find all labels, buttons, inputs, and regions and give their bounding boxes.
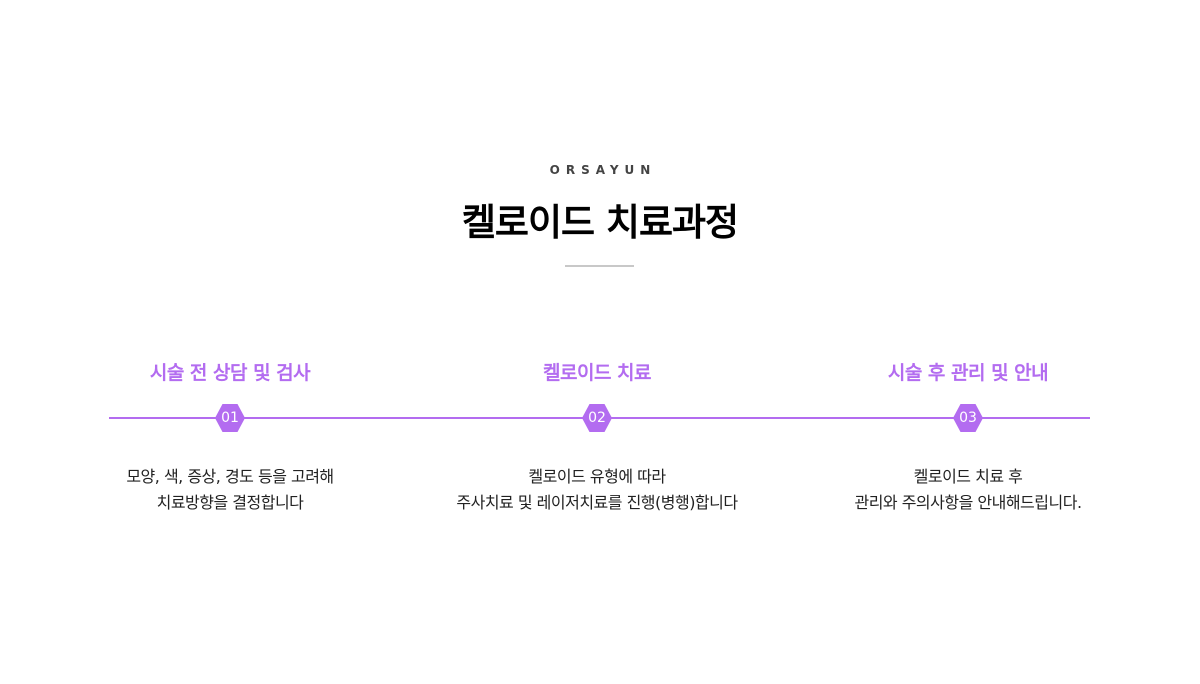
step-title: 켈로이드 치료: [543, 362, 652, 384]
step-title: 시술 전 상담 및 검사: [149, 362, 311, 384]
title-divider: [565, 265, 634, 267]
desc-line: 모양, 색, 증상, 경도 등을 고려해: [126, 467, 334, 486]
step-number-badge: 02: [582, 404, 612, 432]
desc-line: 치료방향을 결정합니다: [156, 493, 304, 512]
desc-line: 켈로이드 유형에 따라: [528, 467, 666, 486]
step-number-badge: 01: [215, 404, 245, 432]
desc-line: 주사치료 및 레이저치료를 진행(병행)합니다: [456, 493, 738, 512]
desc-line: 켈로이드 치료 후: [913, 467, 1023, 486]
step-title: 시술 후 관리 및 안내: [887, 362, 1049, 384]
desc-line: 관리와 주의사항을 안내해드립니다.: [854, 493, 1082, 512]
brand-label: ORSAYUN: [549, 163, 657, 177]
step-number-badge: 03: [953, 404, 983, 432]
page-title: 켈로이드 치료과정: [461, 201, 739, 244]
